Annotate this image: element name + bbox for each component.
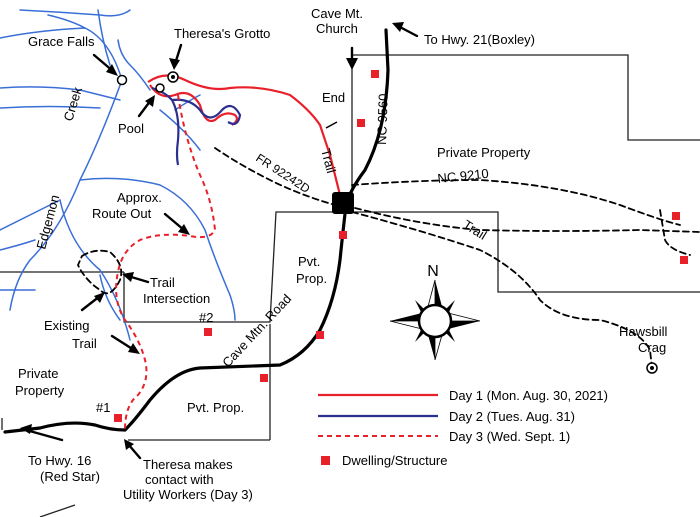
dwelling-square <box>339 231 347 239</box>
day3-route <box>115 94 217 431</box>
existing-trail-branch <box>659 209 691 256</box>
theresa-contact-label-1: Theresa makes <box>143 457 233 472</box>
dwelling-square <box>114 414 122 422</box>
legend-label-day3: Day 3 (Wed. Sept. 1) <box>449 429 570 444</box>
trail-right-label: Trail <box>460 217 489 243</box>
compass-rose: N <box>389 263 481 361</box>
theresa-contact-label-3: Utility Workers (Day 3) <box>123 487 253 502</box>
fr-9224-road <box>214 147 336 206</box>
approx-route-label-1: Approx. <box>117 190 162 205</box>
edgemon-label: Edgemon <box>33 193 62 251</box>
creek-label: Creek <box>61 85 86 123</box>
dwelling-square <box>316 331 324 339</box>
trail-upper-label: Trail <box>318 147 339 175</box>
hawsbill-crag-label-1: Hawsbill <box>619 324 668 339</box>
parking-sign: P <box>332 192 354 214</box>
nc-9210-road <box>351 179 681 226</box>
nc9560-label: NC 9560 <box>374 93 391 145</box>
legend-label-dwelling: Dwelling/Structure <box>342 453 448 468</box>
dwelling-square <box>357 119 365 127</box>
marker-1-label: #1 <box>96 400 110 415</box>
existing-trail-label-1: Existing <box>44 318 90 333</box>
legend-label-day2: Day 2 (Tues. Aug. 31) <box>449 409 575 424</box>
private-property-left-label-2: Property <box>15 383 65 398</box>
grace-falls-label: Grace Falls <box>28 34 95 49</box>
cave-mtn-road <box>3 203 348 434</box>
day1-route <box>147 74 342 196</box>
legend-label-day1: Day 1 (Mon. Aug. 30, 2021) <box>449 388 608 403</box>
to-hwy16-label-2: (Red Star) <box>40 469 100 484</box>
marker-2-label: #2 <box>199 310 213 325</box>
dwelling-square <box>260 374 268 382</box>
pvt-prop-mid-label-2: Prop. <box>296 271 327 286</box>
private-property-top-label: Private Property <box>437 145 531 160</box>
trail-intersection-label-1: Trail <box>150 275 175 290</box>
pvt-prop-mid-label-1: Pvt. <box>298 254 320 269</box>
to-hwy16-label-1: To Hwy. 16 <box>28 453 91 468</box>
legend-swatch-dwelling <box>321 456 330 465</box>
property-boundaries <box>0 54 700 517</box>
existing-trail <box>77 249 123 295</box>
hawsbill-crag-label-2: Crag <box>638 340 666 355</box>
trail-intersection-label-2: Intersection <box>143 291 210 306</box>
dwelling-square <box>204 328 212 336</box>
roads <box>3 28 700 434</box>
end-label: End <box>322 90 345 105</box>
pointer-arrows <box>20 22 419 460</box>
end-tick <box>325 121 338 129</box>
dwelling-square <box>672 212 680 220</box>
pvt-prop-bottom-label: Pvt. Prop. <box>187 400 244 415</box>
day2-route <box>151 86 242 166</box>
church-label-1: Cave Mt. <box>311 6 363 21</box>
theresas-grotto-label: Theresa's Grotto <box>174 26 270 41</box>
dwellings <box>114 70 688 422</box>
nc9210-label: NC 9210 <box>437 166 490 186</box>
point-markers <box>116 71 658 374</box>
private-property-left-label-1: Private <box>18 366 58 381</box>
fr9224-label: FR 92242D <box>253 151 312 196</box>
dwelling-square <box>680 256 688 264</box>
church-label-2: Church <box>316 21 358 36</box>
grace-falls-marker <box>116 74 128 86</box>
map-legend: Day 1 (Mon. Aug. 30, 2021) Day 2 (Tues. … <box>318 388 608 468</box>
hawsbill-trail <box>351 211 653 369</box>
pool-label: Pool <box>118 121 144 136</box>
existing-trail-label-2: Trail <box>72 336 97 351</box>
theresa-contact-label-2: contact with <box>145 472 214 487</box>
pool-marker <box>155 83 165 93</box>
north-label: N <box>427 263 439 280</box>
day1-loop <box>149 84 239 126</box>
nc-9210-road-lower <box>354 207 700 233</box>
cave-mtn-road-label: Cave Mtn. Road <box>219 291 294 370</box>
parking-label: P <box>338 196 349 213</box>
dwelling-square <box>371 70 379 78</box>
creeks <box>0 9 236 341</box>
approx-route-label-2: Route Out <box>92 206 152 221</box>
to-hwy21-label: To Hwy. 21(Boxley) <box>424 32 535 47</box>
